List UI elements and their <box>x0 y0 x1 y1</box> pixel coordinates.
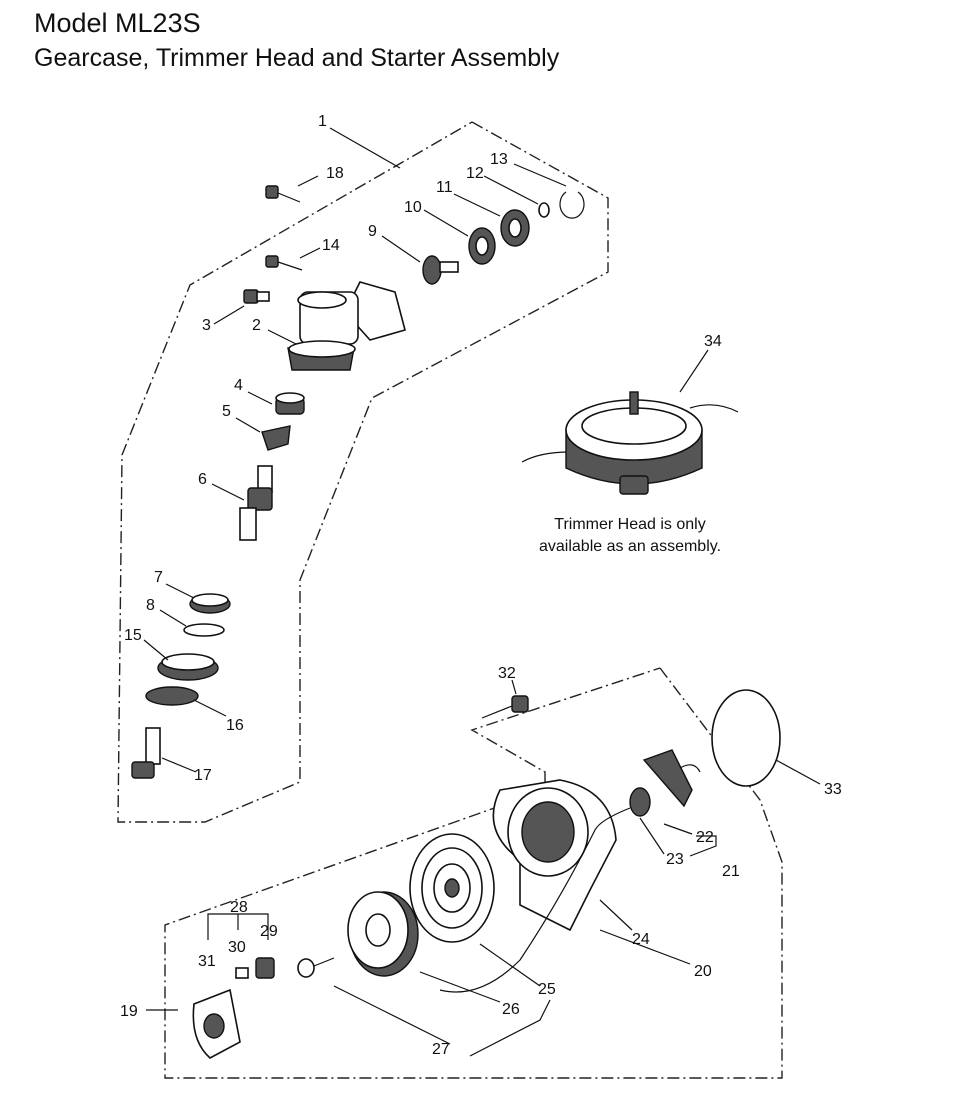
callout-13: 13 <box>490 151 508 168</box>
part-33-gasket <box>711 689 781 787</box>
callout-34: 34 <box>704 333 722 350</box>
callout-22: 22 <box>696 829 714 846</box>
part-27-screw <box>297 957 335 978</box>
callout-11: 11 <box>436 179 453 196</box>
part-17-bolt <box>131 727 161 779</box>
callout-33: 33 <box>824 781 842 798</box>
part-6-spindle <box>239 465 273 541</box>
part-16-washer <box>145 686 199 706</box>
part-11-bearing <box>500 209 530 247</box>
part-4-bushing <box>275 392 305 415</box>
callout-31: 31 <box>198 953 216 970</box>
callout-12: 12 <box>466 165 484 182</box>
callout-27: 27 <box>432 1041 450 1058</box>
leader-lines <box>143 127 821 1057</box>
callout-21: 21 <box>722 863 740 880</box>
callout-25: 25 <box>538 981 556 998</box>
callout-14: 14 <box>322 237 340 254</box>
part-25-spring <box>409 833 495 943</box>
part-22-starter-handle <box>642 749 701 808</box>
callout-10: 10 <box>404 199 422 216</box>
part-29-pawl <box>255 957 275 979</box>
callout-3: 3 <box>202 317 211 334</box>
part-8-washer <box>183 623 225 637</box>
callout-24: 24 <box>632 931 650 948</box>
part-12-washer <box>538 202 550 218</box>
part-14-screw <box>265 255 303 271</box>
callout-8: 8 <box>146 597 155 614</box>
note-line-2: available as an assembly. <box>538 538 722 555</box>
part-19-flywheel-cup <box>192 988 241 1059</box>
callout-20: 20 <box>694 963 712 980</box>
callout-4: 4 <box>234 377 243 394</box>
callout-17: 17 <box>194 767 212 784</box>
part-24-rope <box>439 807 631 993</box>
callout-9: 9 <box>368 223 377 240</box>
callout-32: 32 <box>498 665 516 682</box>
callout-30: 30 <box>228 939 246 956</box>
part-7-bearing <box>189 593 231 614</box>
part-5-bevel-gear <box>261 425 291 451</box>
part-18-screw <box>265 185 301 203</box>
callout-15: 15 <box>124 627 142 644</box>
part-15-cup <box>157 653 219 681</box>
callout-26: 26 <box>502 1001 520 1018</box>
callout-16: 16 <box>226 717 244 734</box>
part-20-starter-housing <box>492 779 617 932</box>
part-34-trimmer-head <box>521 391 739 495</box>
callout-19: 19 <box>120 1003 138 1020</box>
part-26-pulley <box>347 891 419 977</box>
callout-28: 28 <box>230 899 248 916</box>
page-title: Model ML23S <box>34 8 201 38</box>
part-2-gearcase-housing <box>287 281 406 371</box>
part-23-grommet <box>629 787 651 817</box>
gearcase-group-boundary <box>117 121 609 823</box>
note-line-1: Trimmer Head is only <box>554 516 706 533</box>
callout-23: 23 <box>666 851 684 868</box>
callout-5: 5 <box>222 403 231 420</box>
trimmer-head-note: Trimmer Head is only available as an ass… <box>500 514 760 558</box>
callout-2: 2 <box>252 317 261 334</box>
part-13-snap-ring <box>559 191 585 219</box>
part-30-pawl-spring <box>235 967 249 979</box>
starter-group-boundary <box>164 667 783 1079</box>
callout-18: 18 <box>326 165 344 182</box>
callout-1: 1 <box>318 113 327 130</box>
part-32-screw <box>481 695 529 719</box>
part-9-pinion-gear <box>422 255 459 285</box>
callout-6: 6 <box>198 471 207 488</box>
callout-7: 7 <box>154 569 163 586</box>
part-3-bolt <box>243 289 270 304</box>
part-10-bearing <box>468 227 496 265</box>
page-subtitle: Gearcase, Trimmer Head and Starter Assem… <box>34 44 560 72</box>
callout-29: 29 <box>260 923 278 940</box>
